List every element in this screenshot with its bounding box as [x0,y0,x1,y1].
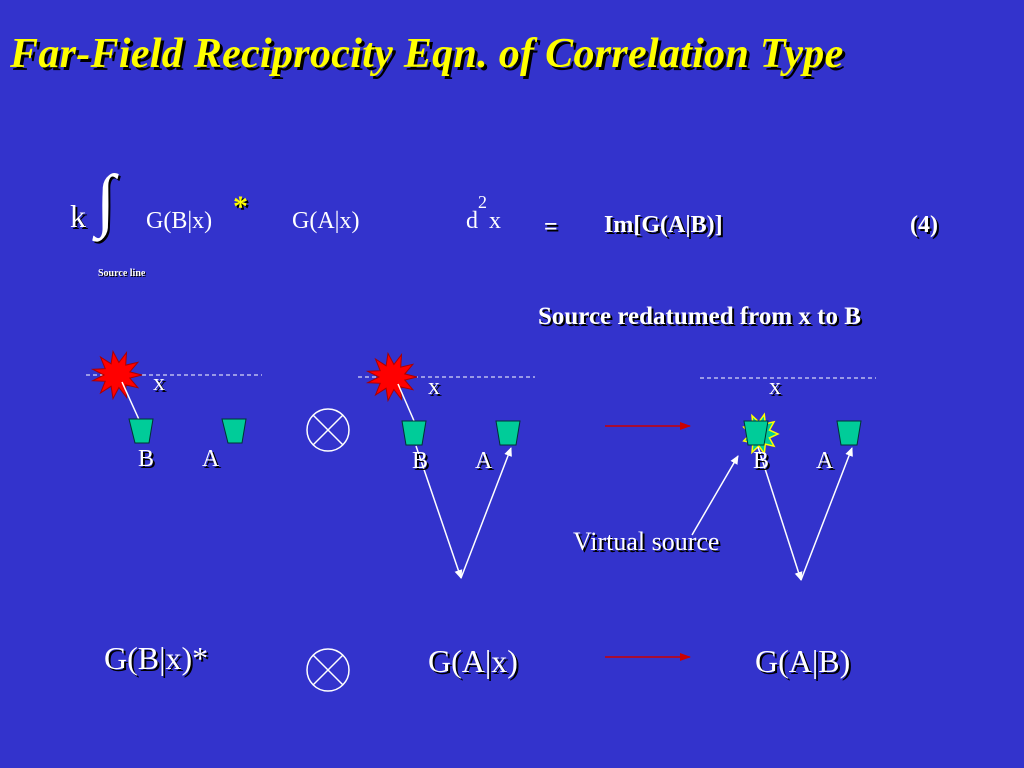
integral-sign: ∫ [96,162,116,239]
eq-term-gax: G(A|x) [292,208,360,234]
label-a-3: A [816,448,834,474]
ray-down-3 [757,446,803,581]
bottom-g-ax: G(A|x) [428,643,518,679]
receiver-b-2 [401,420,427,446]
eq-k: k [70,198,86,234]
slide-title: Far-Field Reciprocity Eqn. of Correlatio… [10,31,844,77]
bottom-g-ab: G(A|B) [755,643,851,679]
ray-down-2 [415,445,463,579]
receiver-a-2 [495,420,521,446]
eq-number: (4) [910,212,938,238]
correlation-symbol-1 [306,408,350,452]
eq-star: * [233,190,248,223]
eq-rhs: Im[G(A|B)] [604,212,723,238]
receiver-a-3 [836,420,862,446]
eq-term-gbx: G(B|x) [146,208,213,234]
receiver-b-1 [128,418,154,444]
receiver-b-3 [743,420,769,446]
label-a-1: A [202,446,220,472]
bottom-g-bx: G(B|x)* [104,640,209,676]
eq-equals: = [544,214,558,240]
source-burst-1 [90,349,143,401]
source-burst-2 [365,351,418,403]
label-a-2: A [475,448,493,474]
eq-d: d [466,208,478,234]
ray-up-3 [800,447,853,581]
label-x-2: x [428,374,440,400]
redatum-caption: Source redatumed from x to B [538,303,861,330]
label-b-1: B [138,446,155,472]
eq-exponent: 2 [478,192,487,212]
virtual-source-label: Virtual source [573,527,720,556]
ray-up-2 [460,447,512,579]
label-b-2: B [412,448,429,474]
virtual-source-pointer [691,455,739,536]
eq-x: x [489,208,501,234]
label-x-1: x [153,370,165,396]
correlation-symbol-2 [306,648,350,692]
label-b-3: B [753,448,770,474]
receiver-a-1 [221,418,247,444]
eq-subscript: Source line [98,268,146,279]
label-x-3: x [769,374,781,400]
